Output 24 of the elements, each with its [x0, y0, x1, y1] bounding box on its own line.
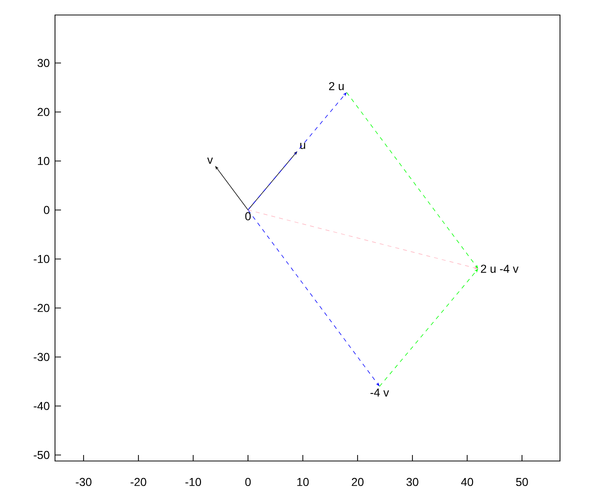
tick-label: -20	[130, 478, 146, 486]
tick-label: 10	[38, 156, 50, 166]
tick-label: 10	[297, 478, 309, 486]
point-label: -4 v	[370, 388, 390, 396]
tick-label: 50	[516, 478, 528, 486]
tick-label: -50	[34, 450, 50, 460]
point-label: u	[300, 142, 306, 149]
tick-label: 0	[44, 206, 50, 214]
tick-label: 0	[245, 478, 251, 486]
tick-label: -10	[185, 478, 202, 486]
tick-label: 30	[38, 58, 50, 68]
tick-label: -30	[34, 352, 50, 362]
tick-label: 40	[461, 478, 474, 486]
tick-label: -20	[34, 304, 50, 312]
point-label: 0	[245, 212, 251, 220]
tick-label: -10	[34, 254, 50, 264]
point-label: 2 u -4 v	[480, 264, 519, 273]
tick-label: -30	[76, 478, 92, 486]
point-label: 2 u	[329, 82, 344, 90]
tick-label: 30	[406, 478, 418, 486]
tick-label: 20	[38, 108, 50, 116]
tick-label: 20	[352, 478, 364, 486]
tick-label: -40	[34, 402, 50, 410]
point-label: v	[207, 158, 213, 164]
